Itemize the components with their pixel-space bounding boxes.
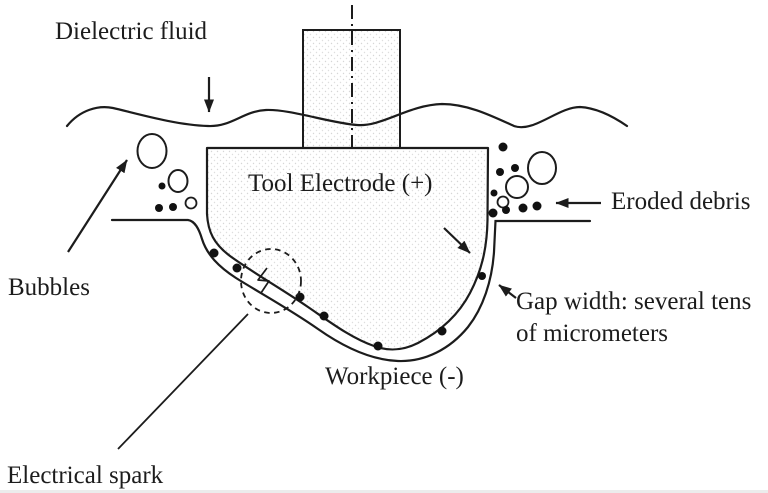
gap-width-arrow-upper bbox=[443, 227, 471, 254]
fluid-surface-wave bbox=[65, 102, 629, 129]
tool-shaft bbox=[302, 5, 401, 165]
label-gap-width-line2: of micrometers bbox=[516, 320, 668, 347]
gap-width-arrow-lower bbox=[498, 284, 517, 299]
label-dielectric-fluid: Dielectric fluid bbox=[55, 18, 208, 45]
label-eroded-debris: Eroded debris bbox=[611, 188, 751, 215]
workpiece-outline bbox=[110, 218, 592, 363]
scan-edge bbox=[0, 490, 768, 493]
label-workpiece: Workpiece (-) bbox=[325, 363, 464, 390]
bubbles-left-cluster bbox=[136, 133, 198, 212]
debris-right-cluster bbox=[488, 142, 557, 218]
bubbles-arrow bbox=[67, 159, 128, 253]
electrical-spark-pointer-line bbox=[117, 313, 249, 450]
label-tool-electrode: Tool Electrode (+) bbox=[248, 170, 433, 197]
spark-bolt-icon bbox=[257, 267, 270, 294]
label-gap-width-line1: Gap width: several tens bbox=[516, 288, 751, 315]
label-electrical-spark: Electrical spark bbox=[7, 462, 164, 489]
spark-highlight-circle bbox=[240, 248, 302, 314]
label-bubbles: Bubbles bbox=[8, 274, 90, 301]
